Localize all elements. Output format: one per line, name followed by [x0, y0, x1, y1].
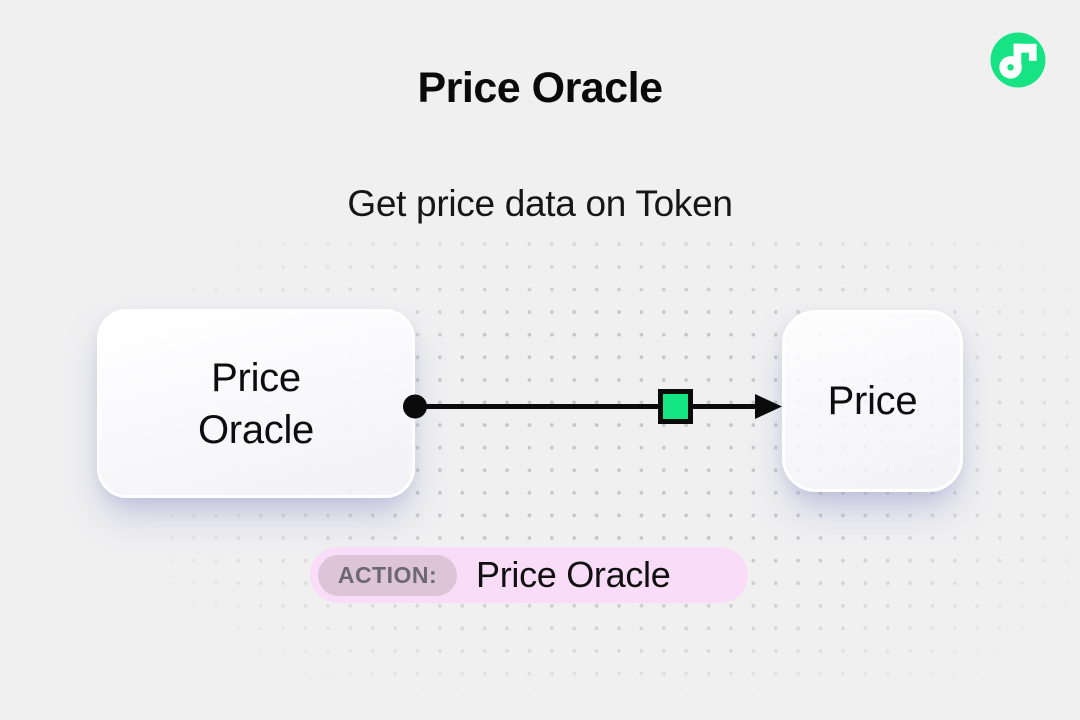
action-badge-value: Price Oracle [476, 554, 671, 595]
node-label: Price Oracle [197, 355, 314, 452]
connector-start-dot [403, 394, 427, 419]
diagram-node-price-oracle: Price Oracle [97, 309, 415, 498]
page-subtitle: Get price data on Token [347, 183, 733, 224]
action-badge: ACTION: Price Oracle [310, 547, 748, 603]
connector-arrowhead [755, 394, 782, 419]
page-title: Price Oracle [417, 64, 663, 112]
diagram-node-price: Price [782, 310, 963, 492]
flow-logo-icon [990, 32, 1046, 88]
connector-arrow [403, 389, 782, 424]
action-badge-label: ACTION: [318, 554, 457, 596]
node-label: Price [827, 379, 918, 423]
connector-square-marker [658, 389, 693, 424]
